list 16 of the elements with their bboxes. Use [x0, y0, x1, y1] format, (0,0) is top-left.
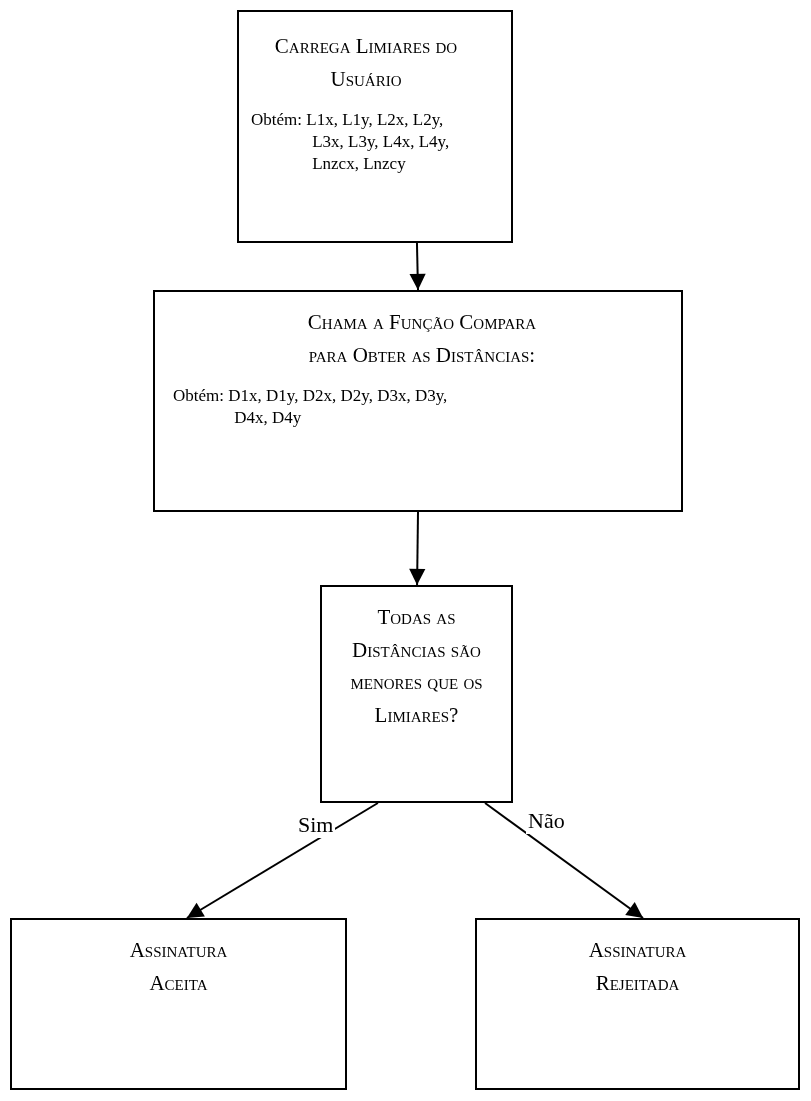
box-heading: Carrega Limiares do Usuário: [273, 33, 459, 93]
box-heading: Assinatura Rejeitada: [587, 937, 688, 997]
result-box: [10, 918, 347, 1090]
box-heading: Todas as Distâncias são menores que os Limiares?: [349, 604, 484, 729]
decision-box: [320, 585, 513, 803]
box-heading: Chama a Função Compara para Obter as Distâncias:: [306, 309, 538, 369]
arrow: [484, 802, 645, 919]
arrow: [409, 242, 426, 291]
process-box: [153, 290, 683, 512]
process-box: [237, 10, 513, 243]
result-box: [475, 918, 800, 1090]
output-list: Obtém: L1x, L1y, L2x, L2y, L3x, L3y, L4x, L4y, Lnzcx, Lnzcy: [251, 109, 471, 176]
arrow: [185, 802, 379, 919]
box-heading: Assinatura Aceita: [128, 937, 229, 997]
arrow: [409, 511, 426, 586]
output-list: Obtém: D1x, D1y, D2x, D2y, D3x, D3y, D4x, D4y: [173, 385, 461, 430]
